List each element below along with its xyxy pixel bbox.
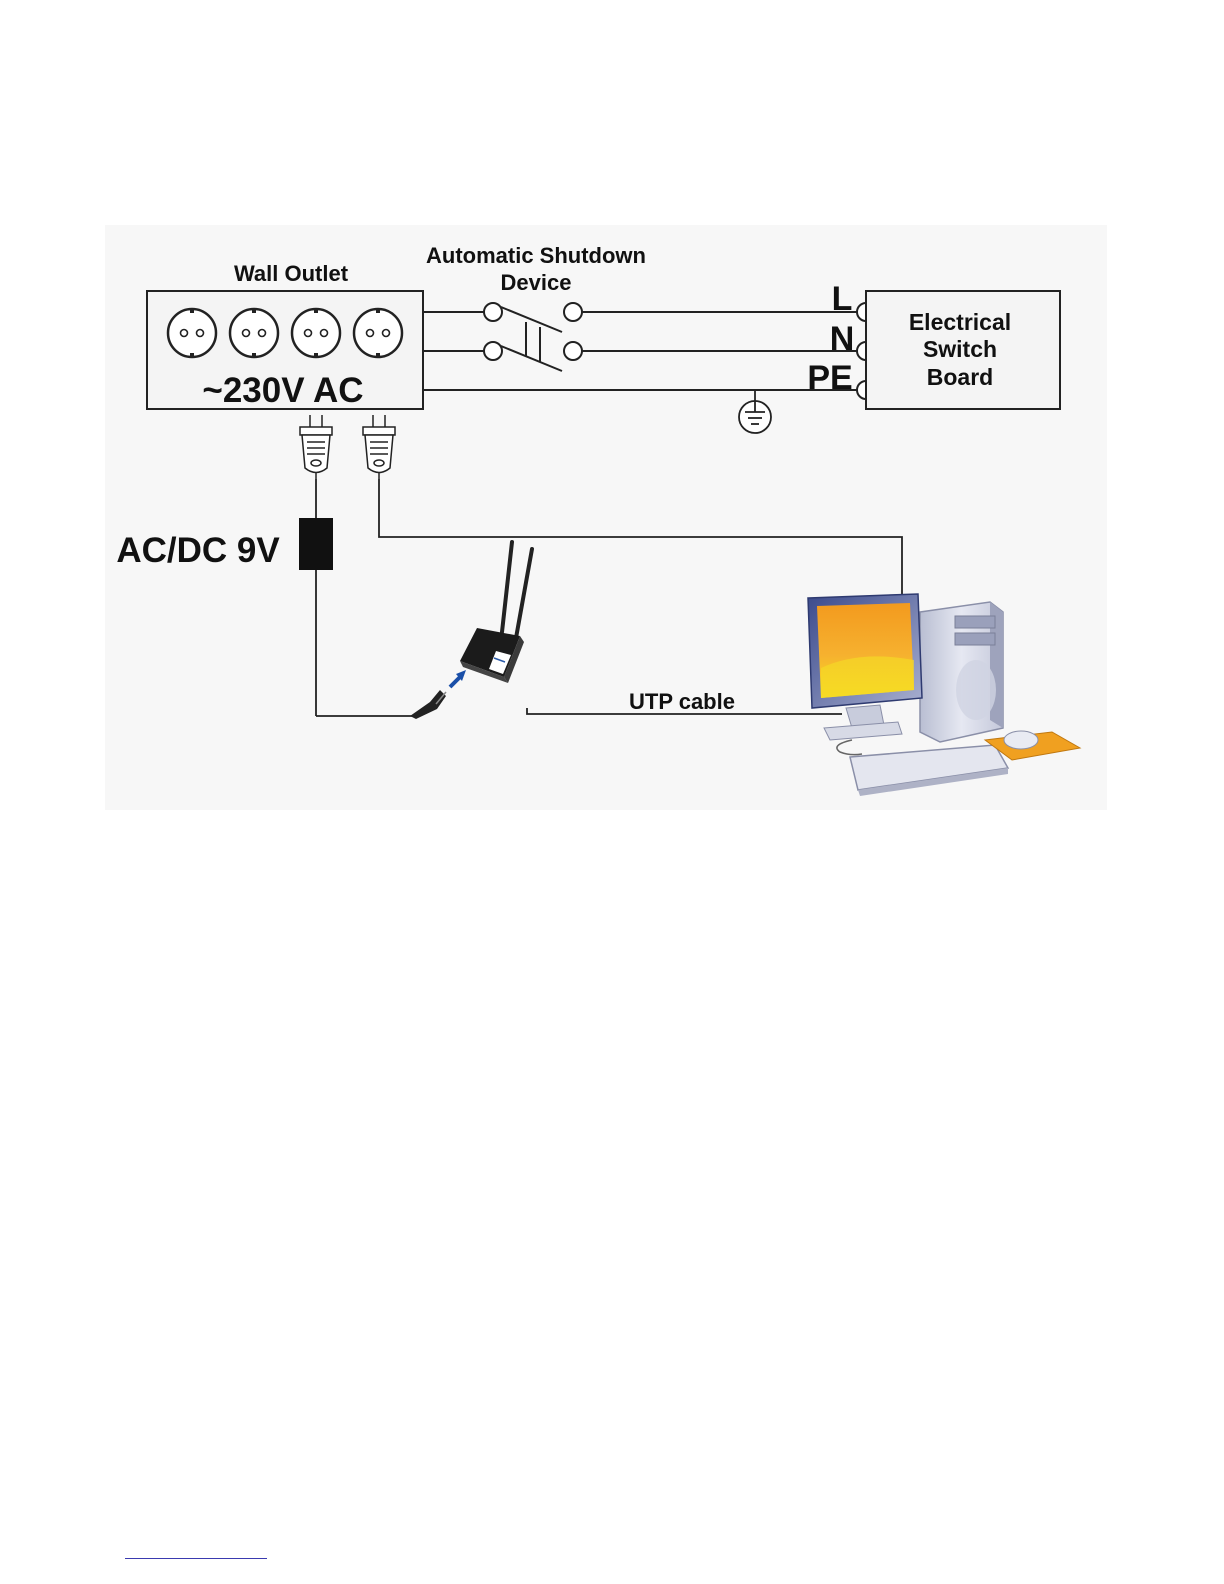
footnote-rule [125, 1558, 267, 1559]
socket-icon [168, 309, 216, 357]
electrical-switch-board: Electrical Switch Board [866, 291, 1060, 409]
utp-cable-label: UTP cable [629, 689, 735, 714]
line-n-label: N [830, 320, 855, 358]
switchboard-label-line1: Electrical [909, 309, 1011, 335]
socket-icon [354, 309, 402, 357]
switchboard-label-line3: Board [927, 364, 993, 390]
line-l-label: L [832, 280, 853, 318]
shutdown-device-label: Automatic Shutdown [426, 243, 646, 268]
socket-icon [230, 309, 278, 357]
line-pe-label: PE [807, 359, 852, 397]
power-adapter-icon [299, 518, 333, 570]
adapter-label: AC/DC 9V [116, 531, 280, 570]
voltage-label: ~230V AC [202, 371, 363, 410]
wall-outlet-label: Wall Outlet [234, 261, 349, 286]
wall-outlet: ~230V AC [147, 291, 423, 410]
switchboard-label-line2: Switch [923, 336, 997, 362]
socket-icon [292, 309, 340, 357]
shutdown-device-label-line2: Device [501, 270, 572, 295]
